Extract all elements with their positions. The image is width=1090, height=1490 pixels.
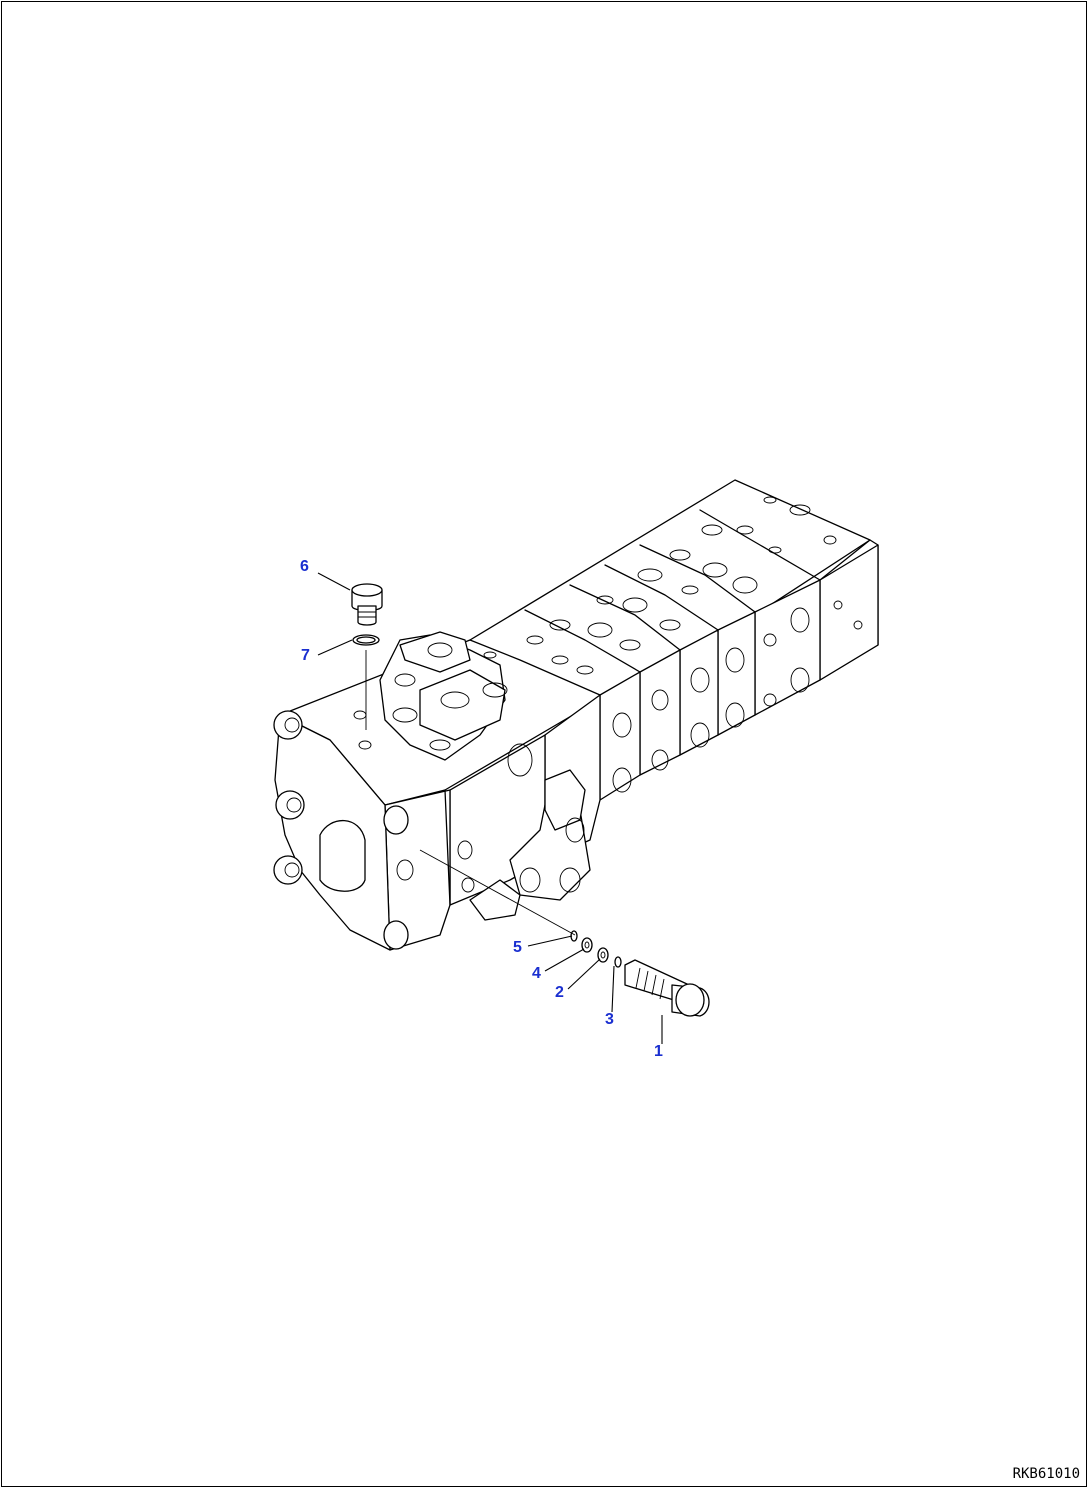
control-valve-body — [274, 479, 879, 951]
callout-3: 3 — [605, 1011, 614, 1028]
drawing-reference-code: RKB61010 — [1012, 1466, 1080, 1482]
callout-6: 6 — [300, 558, 309, 575]
port-holes — [273, 496, 863, 950]
callout-7: 7 — [301, 647, 310, 664]
relief-valve-assembly — [419, 849, 710, 1017]
callout-4: 4 — [532, 965, 541, 982]
callout-1: 1 — [654, 1043, 663, 1060]
leader-lines — [317, 572, 663, 1044]
plug-assembly-top — [351, 583, 383, 730]
callout-5: 5 — [513, 939, 522, 956]
callout-2: 2 — [555, 984, 564, 1001]
